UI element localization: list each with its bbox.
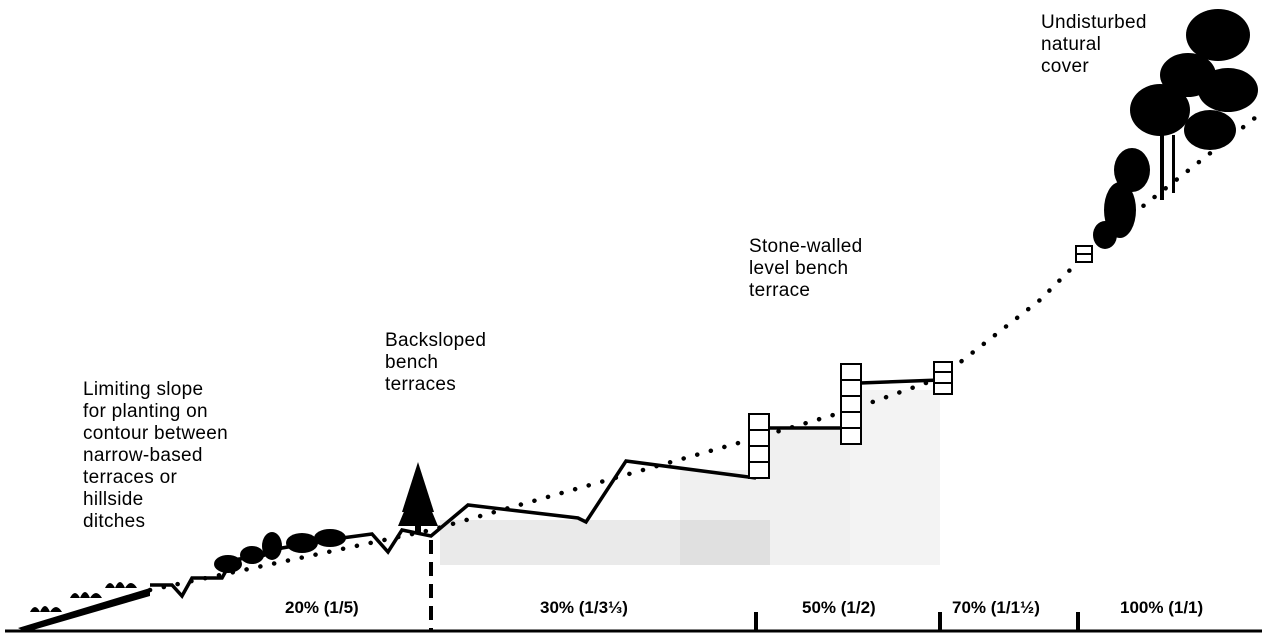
soil-stipple bbox=[440, 390, 940, 565]
limiting-slope-label: Limiting slope for planting on contour b… bbox=[83, 379, 228, 532]
section-dividers bbox=[429, 540, 1080, 632]
slope-label-20: 20% (1/5) bbox=[285, 598, 359, 617]
slope-label-50: 50% (1/2) bbox=[802, 598, 876, 617]
undisturbed-label: Undisturbed natural cover bbox=[1041, 12, 1147, 77]
planted-bank bbox=[18, 582, 150, 632]
shrub-icon bbox=[286, 533, 318, 553]
shrub-icon bbox=[314, 529, 346, 547]
shrub-icon bbox=[214, 555, 242, 573]
forest-cover-icon bbox=[1093, 9, 1258, 249]
shrub-icon bbox=[262, 532, 282, 560]
conifer-tree-icon bbox=[398, 462, 438, 534]
stone-wall-4 bbox=[1075, 245, 1093, 263]
slope-label-70: 70% (1/1½) bbox=[952, 598, 1040, 617]
slope-label-30: 30% (1/3⅓) bbox=[540, 598, 628, 617]
stone-wall-3 bbox=[933, 361, 953, 395]
stone-walled-label: Stone-walled level bench terrace bbox=[749, 236, 863, 301]
backsloped-label: Backsloped bench terraces bbox=[385, 330, 487, 395]
stone-walls bbox=[748, 245, 1093, 479]
stone-wall-1 bbox=[748, 413, 770, 479]
slope-label-100: 100% (1/1) bbox=[1120, 598, 1204, 617]
shrub-icon bbox=[240, 546, 264, 564]
stone-wall-2 bbox=[840, 363, 862, 445]
shrub-icons bbox=[214, 529, 346, 573]
